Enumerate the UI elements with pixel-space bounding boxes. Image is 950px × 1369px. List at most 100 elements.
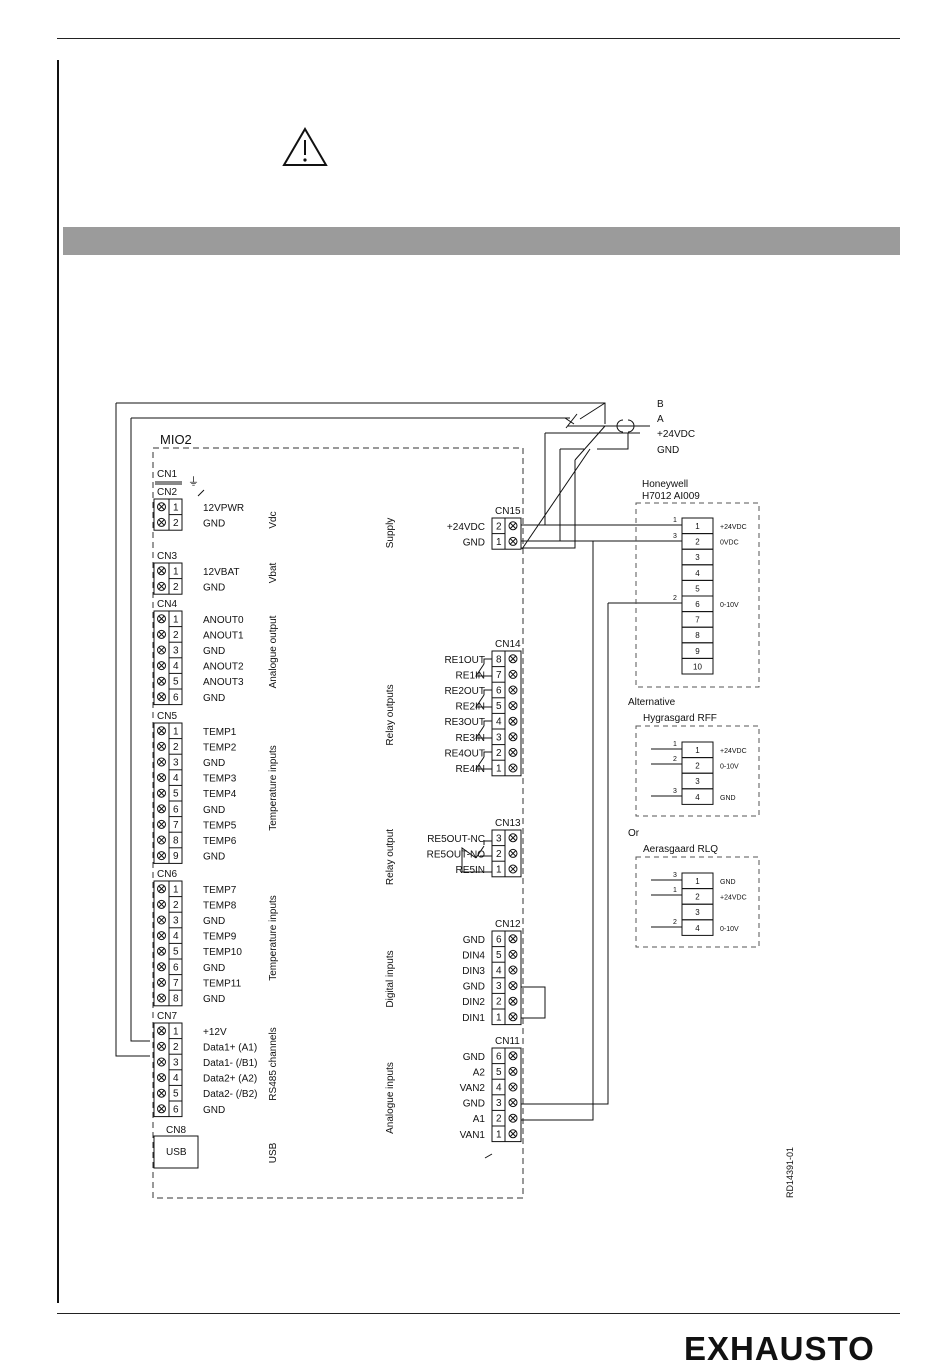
terminal-icon — [157, 804, 166, 814]
terminal-icon-cross — [158, 743, 165, 750]
pin-signal: GND — [203, 963, 225, 974]
pin-signal: TEMP7 — [203, 885, 237, 896]
terminal-icon — [157, 757, 166, 767]
pin-signal: DIN1 — [462, 1013, 485, 1024]
pin-number: 2 — [496, 521, 502, 532]
pin-signal: TEMP10 — [203, 947, 242, 958]
pin-number: 4 — [496, 717, 502, 728]
terminal-icon — [508, 716, 518, 726]
terminal-icon — [508, 981, 518, 991]
terminal-icon-cross — [158, 979, 165, 986]
pin-number: 3 — [173, 646, 179, 657]
pin-number: 1 — [173, 884, 179, 895]
connector-name: CN14 — [495, 639, 521, 650]
board-title: MIO2 — [160, 432, 192, 447]
pin-number: 8 — [496, 654, 502, 665]
pin-number: 7 — [173, 820, 179, 831]
terminal-icon-cross — [158, 948, 165, 955]
terminal-icon — [157, 993, 166, 1003]
terminal-icon-cross — [158, 916, 165, 924]
pin-signal: GND — [203, 994, 225, 1005]
pin-signal: RE1OUT — [444, 655, 485, 666]
pin-number: 4 — [496, 1083, 502, 1094]
aerasgaard-box — [635, 856, 760, 948]
hygrasgard-box — [635, 725, 760, 817]
terminal-icon — [508, 965, 518, 975]
pin-signal: RE4IN — [456, 764, 485, 775]
terminal-icon — [508, 934, 518, 944]
pin-signal: GND — [463, 935, 485, 946]
pin-signal: RE2OUT — [444, 686, 485, 697]
pin-signal: Data2+ (A2) — [203, 1074, 257, 1085]
pin-number: 3 — [496, 833, 502, 844]
cn1-label: CN1 — [157, 469, 177, 480]
pin-number: 3 — [173, 758, 179, 769]
pin-signal: TEMP4 — [203, 789, 237, 800]
terminal-icon — [157, 773, 166, 783]
hygrasgard-wire-id: 3 — [673, 788, 677, 795]
connector-name: CN3 — [157, 551, 177, 562]
terminal-icon — [508, 701, 518, 711]
pin-signal: GND — [203, 805, 225, 816]
bottom-rule — [57, 1313, 900, 1314]
terminal-icon-cross — [158, 821, 165, 828]
terminal-icon — [157, 1088, 166, 1098]
pin-number: 3 — [496, 981, 502, 992]
terminal-icon — [508, 848, 518, 858]
terminal-icon — [157, 629, 166, 639]
terminal-icon-cross — [509, 935, 517, 942]
terminal-icon — [157, 676, 166, 686]
pin-number: 1 — [496, 1012, 502, 1023]
pin-signal: RE3IN — [456, 733, 485, 744]
pin-number: 6 — [496, 686, 502, 697]
bus-line-b: B — [657, 399, 664, 410]
terminal-icon-cross — [158, 1043, 165, 1050]
sensor-terminal-signal: GND — [720, 795, 736, 802]
pin-signal: TEMP3 — [203, 774, 237, 785]
or-label: Or — [628, 828, 640, 839]
connector-name: CN5 — [157, 711, 177, 722]
terminal-icon — [508, 747, 518, 757]
pin-signal: GND — [203, 582, 225, 593]
pin-signal: RE5IN — [456, 865, 485, 876]
group-label-analogue-output: Analogue output — [268, 615, 279, 688]
pin-signal: TEMP11 — [203, 978, 242, 989]
terminal-icon-cross — [509, 655, 517, 662]
pin-signal: RE5OUT-NO — [427, 849, 486, 860]
terminal-icon — [157, 692, 166, 702]
pin-signal: GND — [203, 646, 225, 657]
aerasgaard-wire-id: 1 — [673, 887, 677, 894]
terminal-icon-cross — [509, 764, 517, 772]
sensor-terminal-signal: +24VDC — [720, 895, 747, 902]
pin-signal: TEMP5 — [203, 820, 237, 831]
terminal-icon — [508, 1012, 518, 1022]
terminal-icon-cross — [158, 932, 165, 939]
terminal-icon — [157, 1041, 166, 1051]
terminal-icon — [157, 977, 166, 987]
terminal-icon — [157, 835, 166, 845]
pin-signal: DIN2 — [462, 997, 485, 1008]
terminal-icon — [157, 1057, 166, 1067]
sensor-terminal-signal: 0-10V — [720, 764, 739, 771]
honeywell-model: H7012 AI009 — [642, 491, 700, 502]
group-label-usb: USB — [268, 1142, 279, 1163]
pin-signal: ANOUT0 — [203, 615, 244, 626]
terminal-icon — [508, 1113, 518, 1123]
sensor-terminal-number: 3 — [695, 908, 700, 917]
sensor-terminal-number: 5 — [695, 584, 700, 593]
terminal-icon-cross — [158, 1074, 165, 1081]
terminal-icon-cross — [509, 1052, 517, 1059]
pin-number: 2 — [173, 900, 179, 911]
terminal-icon-cross — [509, 749, 517, 756]
terminal-icon-cross — [509, 702, 517, 709]
sensor-terminal-signal: +24VDC — [720, 524, 747, 531]
connector-block — [153, 722, 183, 864]
sensor-terminal-number: 7 — [695, 616, 700, 625]
terminal-icon — [157, 946, 166, 956]
pin-number: 4 — [173, 773, 179, 784]
warning-icon — [282, 127, 328, 166]
terminal-icon — [508, 833, 518, 843]
connector-block — [491, 829, 522, 878]
sensor-terminal-number: 2 — [695, 538, 700, 547]
aerasgaard-wire-id: 2 — [673, 919, 677, 926]
